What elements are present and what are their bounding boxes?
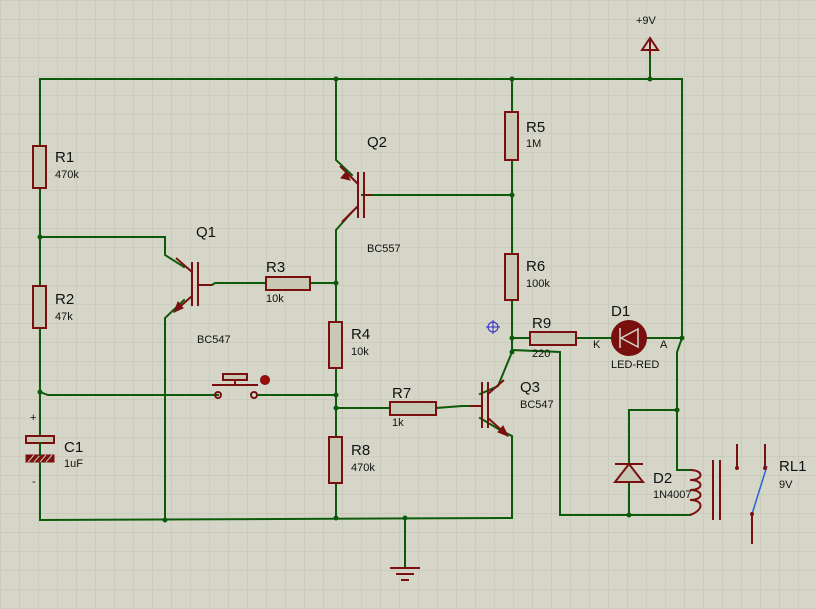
d1-value: LED-RED: [611, 359, 659, 371]
resistor-r8[interactable]: R8 470k: [328, 436, 375, 484]
d2-value: 1N4007: [653, 489, 692, 501]
r5-ref: R5: [526, 119, 545, 136]
r3-ref: R3: [266, 259, 285, 276]
crosshair-cursor-icon: [486, 320, 500, 334]
junctions: [37, 76, 685, 523]
resistor-r6[interactable]: R6 100k: [504, 253, 550, 301]
r1-value: 470k: [55, 169, 79, 181]
ground-terminal[interactable]: [390, 567, 420, 581]
r3-value: 10k: [266, 293, 284, 305]
r8-ref: R8: [351, 442, 370, 459]
led-d1[interactable]: D1 LED-RED K A: [593, 303, 668, 371]
push-button-switch[interactable]: [212, 373, 270, 399]
r6-ref: R6: [526, 258, 545, 275]
c1-ref: C1: [64, 439, 83, 456]
transistor-q1[interactable]: Q1 BC547: [173, 224, 231, 346]
d1-pin-k: K: [593, 339, 601, 351]
q3-value: BC547: [520, 399, 554, 411]
r6-value: 100k: [526, 278, 550, 290]
resistor-r1[interactable]: R1 470k: [32, 145, 79, 189]
q1-ref: Q1: [196, 224, 216, 241]
resistor-r7[interactable]: R7 1k: [389, 385, 437, 429]
resistor-r5[interactable]: R5 1M: [504, 111, 545, 161]
r2-ref: R2: [55, 291, 74, 308]
power-terminal[interactable]: +9V: [636, 15, 660, 55]
c1-value: 1uF: [64, 458, 83, 470]
d2-ref: D2: [653, 470, 672, 487]
resistor-r3[interactable]: R3 10k: [265, 259, 311, 305]
r5-value: 1M: [526, 138, 541, 150]
q2-value: BC557: [367, 243, 401, 255]
resistor-r4[interactable]: R4 10k: [328, 321, 370, 369]
r8-value: 470k: [351, 462, 375, 474]
diode-d2[interactable]: D2 1N4007: [612, 462, 692, 501]
r1-ref: R1: [55, 149, 74, 166]
c1-minus: -: [32, 476, 36, 488]
r4-ref: R4: [351, 326, 370, 343]
q1-value: BC547: [197, 334, 231, 346]
power-label: +9V: [636, 15, 657, 27]
r4-value: 10k: [351, 346, 369, 358]
d1-pin-a: A: [660, 339, 668, 351]
r9-ref: R9: [532, 315, 551, 332]
relay-rl1[interactable]: RL1 9V: [689, 444, 807, 544]
d1-ref: D1: [611, 303, 630, 320]
r7-ref: R7: [392, 385, 411, 402]
switch-actuator-icon[interactable]: [260, 375, 270, 385]
resistor-r2[interactable]: R2 47k: [32, 285, 74, 329]
transistor-q2[interactable]: Q2 BC557: [339, 134, 401, 255]
resistor-r9[interactable]: R9 220: [529, 315, 577, 360]
transistor-q3[interactable]: Q3 BC547: [470, 379, 554, 437]
r2-value: 47k: [55, 311, 73, 323]
r7-value: 1k: [392, 417, 404, 429]
q3-ref: Q3: [520, 379, 540, 396]
q2-ref: Q2: [367, 134, 387, 151]
c1-plus: +: [30, 412, 36, 424]
capacitor-c1[interactable]: + - C1 1uF: [25, 412, 83, 488]
r9-value: 220: [532, 348, 550, 360]
rl1-ref: RL1: [779, 458, 807, 475]
rl1-value: 9V: [779, 479, 793, 491]
